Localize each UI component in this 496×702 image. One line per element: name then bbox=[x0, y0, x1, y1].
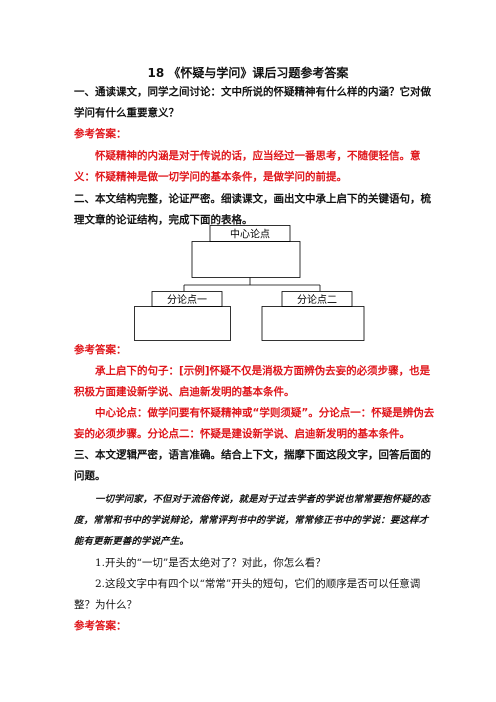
question-1: 一、通读课文，同学之间讨论：文中所说的怀疑精神有什么样的内涵？它对做学问有什么重… bbox=[74, 86, 431, 119]
center-point-label: 中心论点 bbox=[230, 228, 270, 241]
answer-1: 怀疑精神的内涵是对于传说的话，应当经过一番思考，不随便轻信。意义：怀疑精神是做一… bbox=[74, 150, 421, 183]
answer-2-transition: 承上启下的句子：[示例]怀疑不仅是消极方面辨伪去妄的必须步骤，也是积极方面建设新… bbox=[74, 365, 431, 398]
question-3-sub-2: 2.这段文字中有四个以“常常”开头的短句，它们的顺序是否可以任意调整？为什么？ bbox=[74, 578, 421, 611]
question-3-sub-1: 1.开头的“一切”是否太绝对了？对此，你怎么看？ bbox=[95, 557, 326, 569]
answer-label-1: 参考答案： bbox=[74, 128, 127, 140]
argument-structure-diagram: 中心论点 分论点一 分论点二 bbox=[134, 225, 365, 341]
answer-2-points: 中心论点：做学问要有怀疑精神或“学则须疑”。分论点一：怀疑是辨伪去妄的必须步骤。… bbox=[74, 407, 435, 440]
answer-label-3: 参考答案： bbox=[74, 620, 127, 632]
sub-point-1-answer-box bbox=[134, 306, 231, 341]
sub-point-2-answer-box bbox=[261, 306, 365, 341]
sub-point-1-label: 分论点一 bbox=[167, 293, 207, 306]
quoted-passage: 一切学问家，不但对于流俗传说，就是对于过去学者的学说也常常要抱怀疑的态度，常常和… bbox=[74, 494, 431, 547]
answer-label-2: 参考答案： bbox=[74, 344, 127, 356]
center-point-answer-box bbox=[191, 241, 301, 278]
question-3: 三、本文逻辑严密，语言准确。结合上下文，揣摩下面这段文字，回答后面的问题。 bbox=[74, 449, 431, 482]
page-title: 18 《怀疑与学问》课后习题参考答案 bbox=[147, 66, 349, 80]
sub-point-2-label: 分论点二 bbox=[297, 293, 337, 306]
question-2: 二、本文结构完整，论证严密。细读课文，画出文中承上启下的关键语句，梳理文章的论证… bbox=[74, 193, 431, 226]
